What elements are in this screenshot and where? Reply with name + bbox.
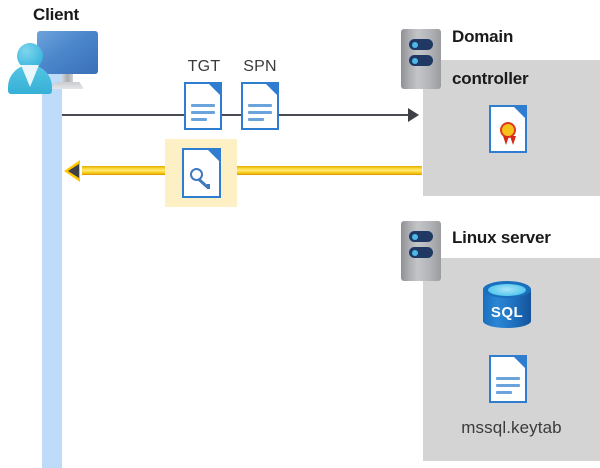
spn-document-line <box>248 104 272 107</box>
sql-database-top-inner <box>488 284 526 296</box>
client-computer-icon <box>6 28 98 94</box>
monitor-base-icon <box>51 82 84 89</box>
client-lifeline <box>42 68 62 468</box>
linux-server-server-icon <box>401 221 441 281</box>
service-ticket-fold-icon <box>206 148 221 163</box>
keytab-document-line <box>496 377 520 380</box>
keytab-document-line <box>496 384 520 387</box>
domain-controller-label-line2: controller <box>452 69 529 88</box>
tgt-document-line <box>191 118 207 121</box>
server-led-icon <box>412 250 418 256</box>
server-bay-icon <box>409 39 433 50</box>
domain-controller-server-icon <box>401 29 441 89</box>
server-led-icon <box>412 58 418 64</box>
spn-document-icon <box>241 82 279 130</box>
monitor-screen-icon <box>37 31 98 74</box>
monitor-neck-icon <box>61 74 73 84</box>
service-ticket-document-key-icon <box>182 148 221 198</box>
tgt-document-fold-icon <box>207 82 222 97</box>
certificate-fold-icon <box>512 105 527 120</box>
response-arrow-head-icon <box>64 160 80 182</box>
server-led-icon <box>412 234 418 240</box>
tgt-document-line <box>191 111 215 114</box>
domain-controller-label-line1: Domain <box>452 27 514 46</box>
tgt-document-icon <box>184 82 222 130</box>
keytab-fold-icon <box>512 355 527 370</box>
keytab-document-icon <box>489 355 527 403</box>
spn-document-line <box>248 111 272 114</box>
tgt-document-line <box>191 104 215 107</box>
spn-document-line <box>248 118 264 121</box>
request-arrow-head-icon <box>408 108 419 122</box>
linux-server-label: Linux server <box>452 228 551 247</box>
server-bay-icon <box>409 247 433 258</box>
client-label: Client <box>33 5 80 24</box>
key-ring-icon <box>190 168 203 181</box>
key-tooth-icon <box>207 184 210 189</box>
domain-controller-label: Domain controller <box>452 5 597 110</box>
server-bay-icon <box>409 55 433 66</box>
server-bay-icon <box>409 231 433 242</box>
keytab-label: mssql.keytab <box>461 418 562 437</box>
certificate-ribbon-left-icon <box>503 136 509 145</box>
person-head-icon <box>17 43 43 69</box>
certificate-ribbon-right-icon <box>510 136 516 145</box>
response-arrow-line <box>82 166 422 175</box>
spn-label: SPN <box>243 58 277 75</box>
certificate-document-icon <box>489 105 527 153</box>
request-arrow-line <box>62 114 408 116</box>
tgt-label: TGT <box>187 58 221 75</box>
sql-database-label: SQL <box>490 304 524 321</box>
spn-document-fold-icon <box>264 82 279 97</box>
keytab-document-line <box>496 391 512 394</box>
server-led-icon <box>412 42 418 48</box>
sql-database-icon: SQL <box>483 281 531 332</box>
